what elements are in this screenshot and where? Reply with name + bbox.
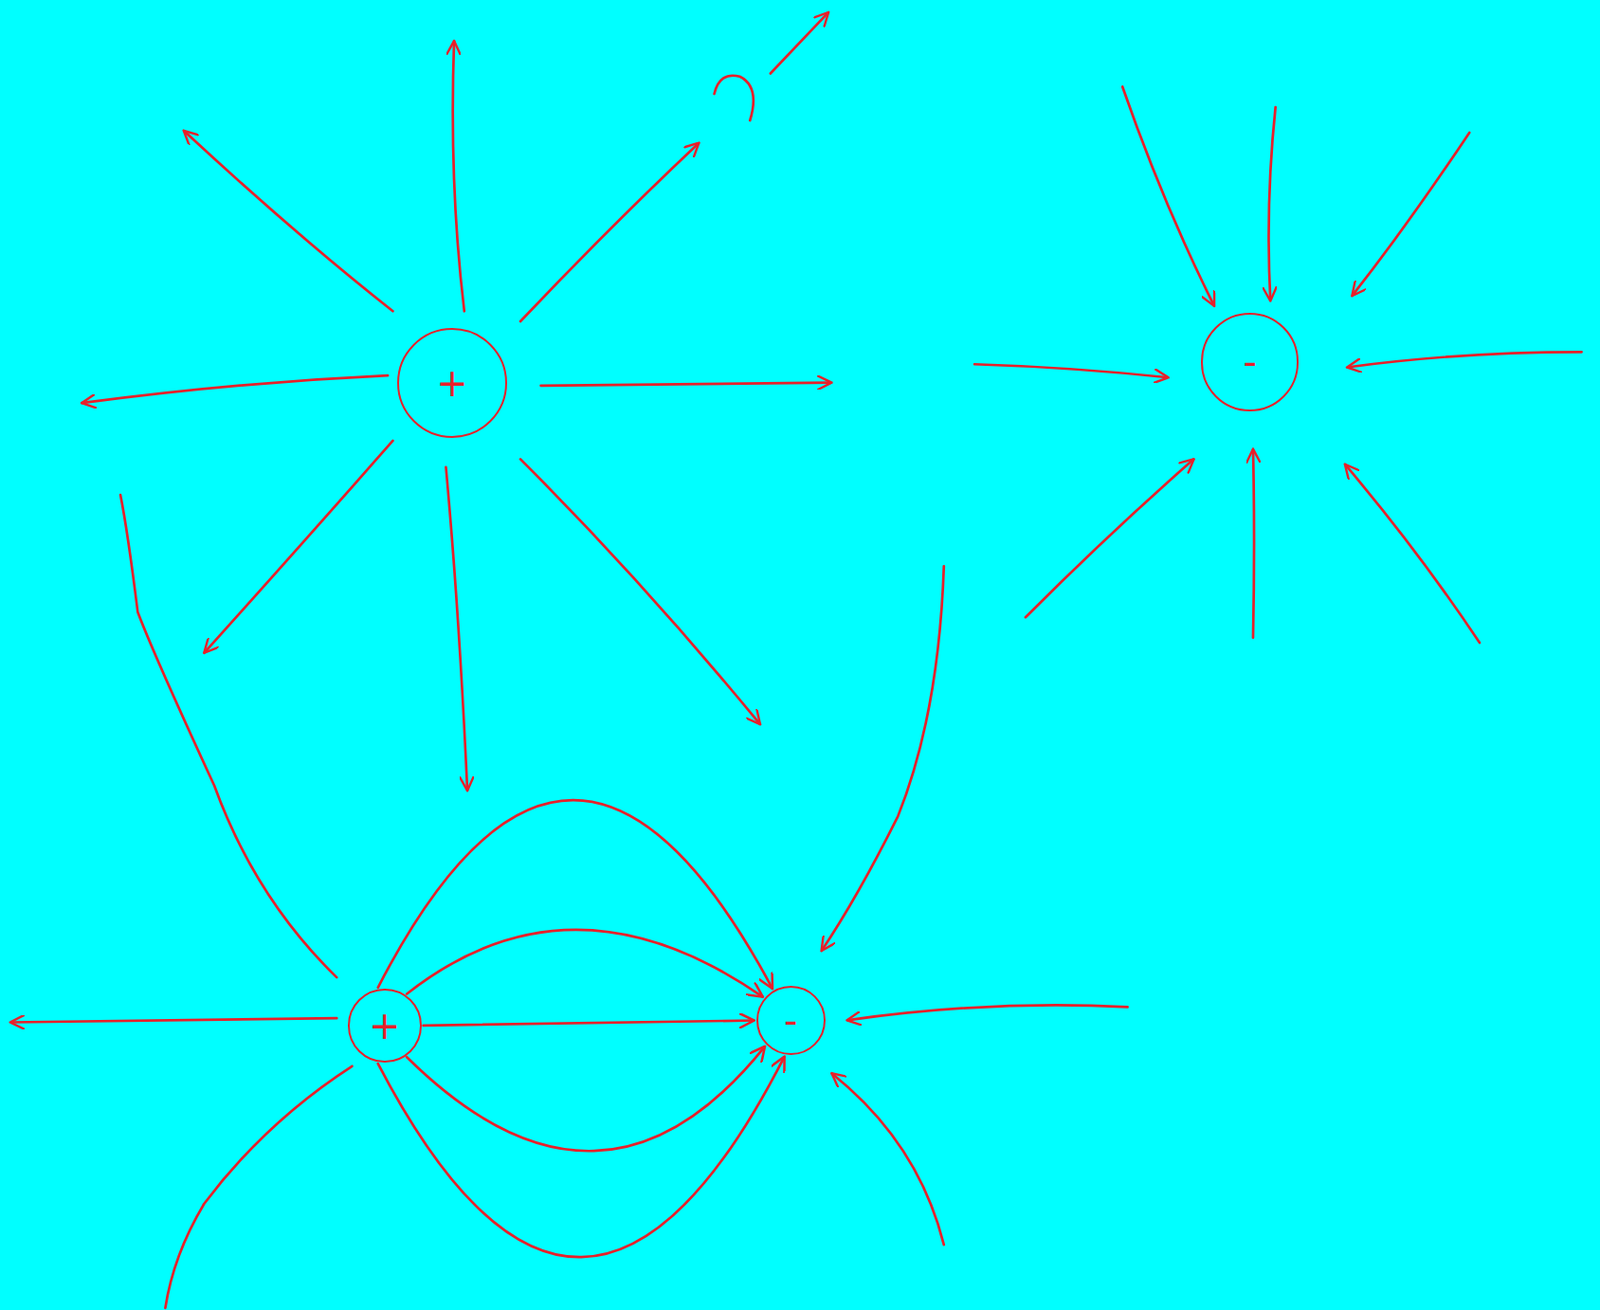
field-line [406, 1046, 765, 1151]
charge-sign: + [368, 1006, 401, 1045]
field-line [406, 929, 764, 998]
charge-sign: + [436, 363, 469, 402]
field-line [378, 1056, 785, 1258]
dipole-negative-charge: - [756, 985, 826, 1055]
field-line [378, 800, 773, 989]
negative-charge: - [1200, 312, 1299, 411]
charge-sign: - [783, 1001, 798, 1040]
dipole-positive-charge: + [347, 988, 422, 1063]
charge-sign: - [1243, 343, 1257, 382]
field-line [423, 1020, 755, 1026]
positive-charge: + [397, 327, 508, 438]
